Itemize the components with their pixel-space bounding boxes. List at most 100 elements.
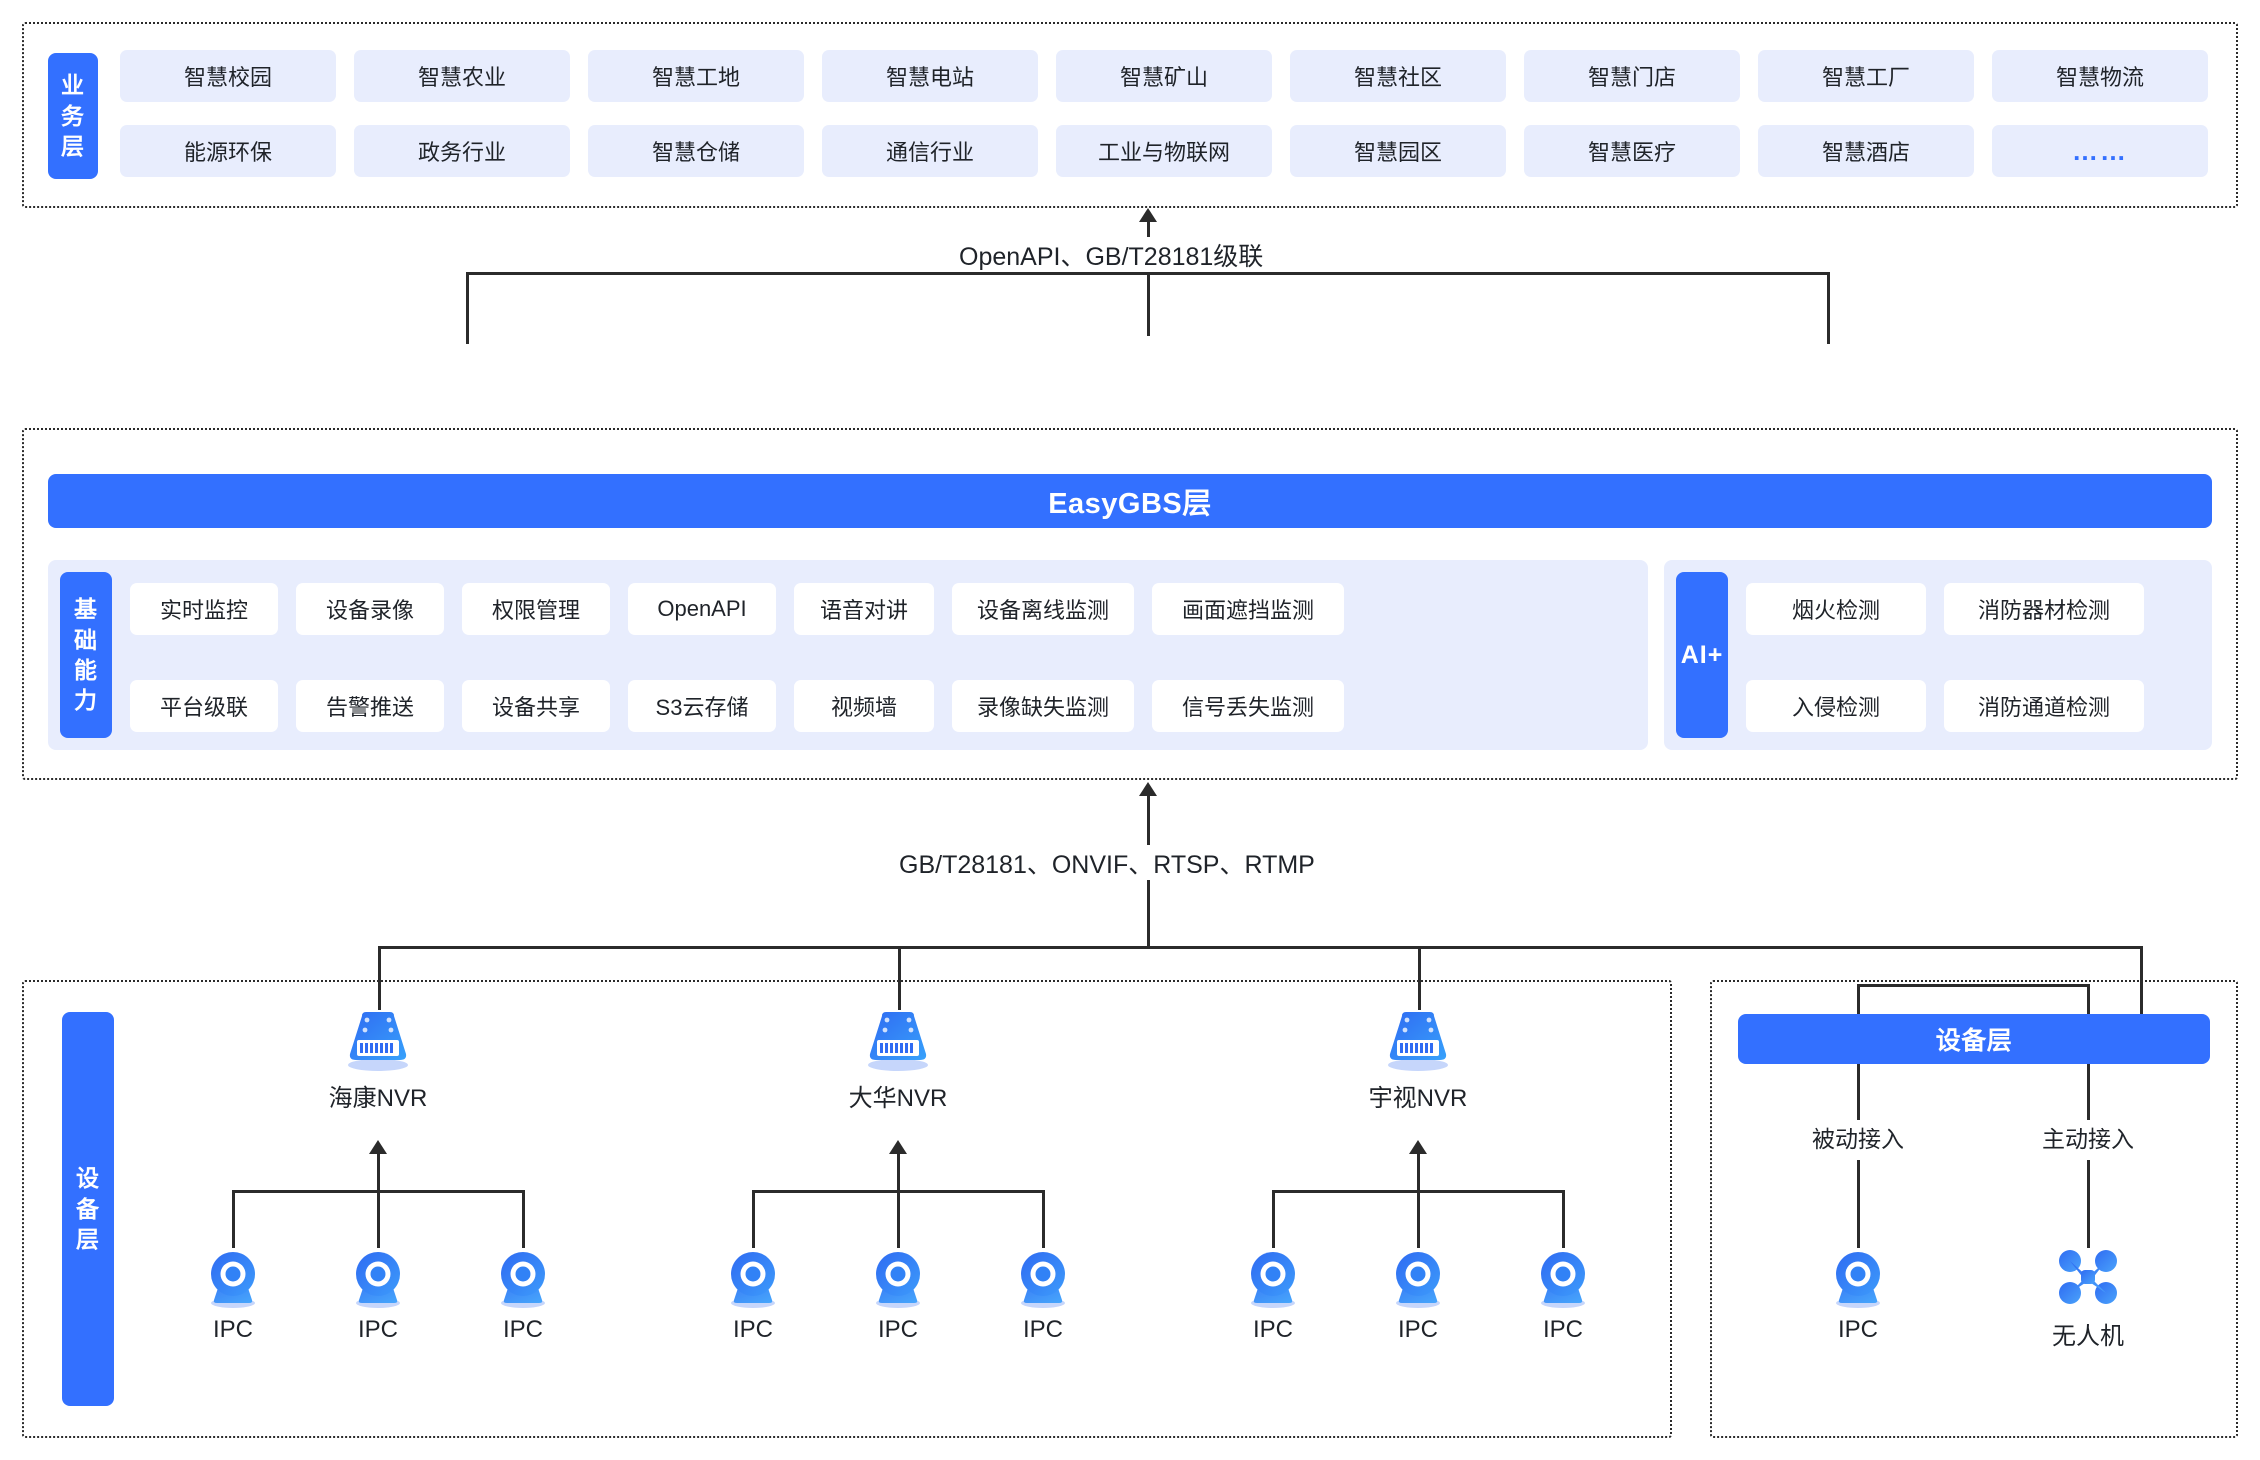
business-layer-side-label-char-2: 务 — [61, 102, 85, 129]
connector-top-arrowhead — [1139, 208, 1157, 222]
nvr-stem-1 — [377, 1153, 380, 1190]
right-device-node-1[interactable]: IPC — [1803, 1248, 1913, 1344]
nvr-node-1[interactable]: 海康NVR — [318, 1010, 438, 1113]
base-capability-row-2: 平台级联告警推送设备共享 S3云存储视频墙录像缺失监测信号丢失监测 — [130, 680, 1344, 732]
capability-chip-row1-2[interactable]: 设备录像 — [296, 583, 444, 635]
business-chip-row1-7[interactable]: 智慧门店 — [1524, 50, 1740, 102]
nvr-label-1: 海康NVR — [328, 1085, 428, 1112]
business-chip-row1-5[interactable]: 智慧矿山 — [1056, 50, 1272, 102]
device-layer-right-banner: 设备层 — [1738, 1014, 2210, 1064]
capability-chip-row2-3[interactable]: 设备共享 — [462, 680, 610, 732]
capability-chip-row2-5[interactable]: 视频墙 — [794, 680, 934, 732]
camera-drop-2-1 — [752, 1190, 755, 1248]
business-chip-row1-8[interactable]: 智慧工厂 — [1758, 50, 1974, 102]
capability-chip-row2-1[interactable]: 平台级联 — [130, 680, 278, 732]
right-branch-stem-upper-2 — [2087, 1064, 2090, 1120]
capability-chip-row1-3[interactable]: 权限管理 — [462, 583, 610, 635]
camera-label-3-2: IPC — [1397, 1316, 1438, 1343]
camera-node-3-2[interactable]: IPC — [1368, 1248, 1468, 1344]
camera-icon — [492, 1248, 554, 1310]
base-capability-row-1: 实时监控设备录像权限管理 OpenAPI 语音对讲设备离线监测画面遮挡监测 — [130, 583, 1344, 635]
camera-label-2-3: IPC — [1022, 1316, 1063, 1343]
camera-label-3-3: IPC — [1542, 1316, 1583, 1343]
connector-top-stem-lower — [1147, 272, 1150, 336]
camera-icon — [722, 1248, 784, 1310]
camera-node-2-3[interactable]: IPC — [993, 1248, 1093, 1344]
camera-node-3-1[interactable]: IPC — [1223, 1248, 1323, 1344]
ai-plus-row-2: 入侵检测消防通道检测 — [1746, 680, 2144, 732]
business-chip-row1-3[interactable]: 智慧工地 — [588, 50, 804, 102]
device-layer-left-side-label: 设 备 层 — [62, 1012, 114, 1406]
camera-drop-3-1 — [1272, 1190, 1275, 1248]
business-chip-row2-1[interactable]: 能源环保 — [120, 125, 336, 177]
capability-chip-row1-1[interactable]: 实时监控 — [130, 583, 278, 635]
base-capability-side-label-char-2: 础 — [74, 626, 98, 653]
connector-bottom-branch-nvr3 — [1418, 946, 1421, 1010]
nvr-arrowhead-1 — [369, 1140, 387, 1154]
capability-chip-row2-6[interactable]: 录像缺失监测 — [952, 680, 1134, 732]
capability-chip-row1-7[interactable]: 画面遮挡监测 — [1152, 583, 1344, 635]
capability-chip-row2-2[interactable]: 告警推送 — [296, 680, 444, 732]
business-chip-row2-7[interactable]: 智慧医疗 — [1524, 125, 1740, 177]
camera-node-2-1[interactable]: IPC — [703, 1248, 803, 1344]
nvr-arrowhead-2 — [889, 1140, 907, 1154]
business-chip-row2-8[interactable]: 智慧酒店 — [1758, 125, 1974, 177]
camera-icon — [1242, 1248, 1304, 1310]
camera-icon — [1387, 1248, 1449, 1310]
connector-top-bus — [466, 272, 1829, 275]
business-layer-side-label-char-3: 层 — [61, 133, 85, 160]
ai-chip-row1-2[interactable]: 消防器材检测 — [1944, 583, 2144, 635]
camera-icon — [347, 1248, 409, 1310]
business-layer-row-2: 能源环保政务行业智慧仓储通信行业工业与物联网智慧园区智慧医疗智慧酒店 …… — [120, 125, 2210, 177]
ai-plus-side-label-text: AI+ — [1680, 640, 1724, 669]
business-chip-row2-5[interactable]: 工业与物联网 — [1056, 125, 1272, 177]
camera-drop-1-1 — [232, 1190, 235, 1248]
business-layer-side-label-char-1: 业 — [61, 72, 85, 99]
capability-chip-row1-4[interactable]: OpenAPI — [628, 583, 776, 635]
right-branch-stem-top-1 — [1857, 984, 1860, 1014]
business-chip-row2-6[interactable]: 智慧园区 — [1290, 125, 1506, 177]
business-chip-row2-4[interactable]: 通信行业 — [822, 125, 1038, 177]
camera-icon-svg — [876, 1252, 920, 1308]
base-capability-side-label-char-1: 基 — [74, 596, 98, 623]
camera-label-1-3: IPC — [502, 1316, 543, 1343]
business-chip-row1-9[interactable]: 智慧物流 — [1992, 50, 2208, 102]
device-layer-right-frame — [1710, 980, 2238, 1438]
ai-plus-row-1: 烟火检测消防器材检测 — [1746, 583, 2144, 635]
base-capability-side-label: 基 础 能 力 — [60, 572, 112, 738]
camera-icon — [867, 1248, 929, 1310]
camera-node-1-2[interactable]: IPC — [328, 1248, 428, 1344]
camera-icon-svg — [731, 1252, 775, 1308]
business-chip-row2-9[interactable]: …… — [1992, 125, 2208, 177]
nvr-icon-svg — [868, 1012, 928, 1071]
business-chip-row1-4[interactable]: 智慧电站 — [822, 50, 1038, 102]
camera-icon-svg — [211, 1252, 255, 1308]
capability-chip-row2-7[interactable]: 信号丢失监测 — [1152, 680, 1344, 732]
business-layer-row-1: 智慧校园智慧农业智慧工地智慧电站智慧矿山智慧社区智慧门店智慧工厂智慧物流 — [120, 50, 2210, 102]
business-chip-row1-1[interactable]: 智慧校园 — [120, 50, 336, 102]
capability-chip-row2-4[interactable]: S3云存储 — [628, 680, 776, 732]
camera-drop-1-2 — [377, 1190, 380, 1248]
ai-chip-row2-2[interactable]: 消防通道检测 — [1944, 680, 2144, 732]
right-device-node-2[interactable]: 无人机 — [2033, 1248, 2143, 1351]
business-chip-row1-6[interactable]: 智慧社区 — [1290, 50, 1506, 102]
right-branch-stem-lower-1 — [1857, 1160, 1860, 1248]
camera-icon — [1827, 1248, 1889, 1310]
camera-node-2-2[interactable]: IPC — [848, 1248, 948, 1344]
right-branch-stem-upper-1 — [1857, 1064, 1860, 1120]
capability-chip-row1-6[interactable]: 设备离线监测 — [952, 583, 1134, 635]
nvr-node-3[interactable]: 宇视NVR — [1358, 1010, 1478, 1113]
business-chip-row1-2[interactable]: 智慧农业 — [354, 50, 570, 102]
ai-chip-row1-1[interactable]: 烟火检测 — [1746, 583, 1926, 635]
business-chip-row2-3[interactable]: 智慧仓储 — [588, 125, 804, 177]
camera-label-3-1: IPC — [1252, 1316, 1293, 1343]
camera-node-1-3[interactable]: IPC — [473, 1248, 573, 1344]
camera-node-3-3[interactable]: IPC — [1513, 1248, 1613, 1344]
camera-node-1-1[interactable]: IPC — [183, 1248, 283, 1344]
ai-chip-row2-1[interactable]: 入侵检测 — [1746, 680, 1926, 732]
connector-bottom-stem-upper — [1147, 795, 1150, 845]
camera-icon-svg — [1396, 1252, 1440, 1308]
business-chip-row2-2[interactable]: 政务行业 — [354, 125, 570, 177]
nvr-node-2[interactable]: 大华NVR — [838, 1010, 958, 1113]
capability-chip-row1-5[interactable]: 语音对讲 — [794, 583, 934, 635]
